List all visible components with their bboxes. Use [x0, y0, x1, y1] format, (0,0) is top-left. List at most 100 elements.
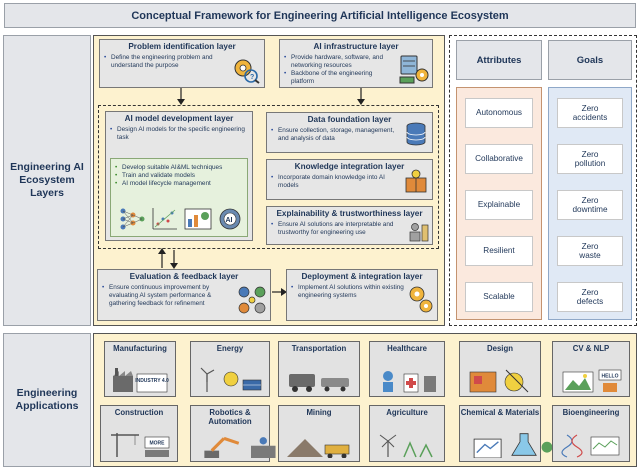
- model-sub-item-1: Develop suitable AI&ML techniques: [115, 164, 243, 172]
- robotic-arm-icon: [204, 436, 276, 458]
- app-chemical-materials: Chemical & Materials: [459, 405, 553, 462]
- deployment-layer-title: Deployment & integration layer: [301, 272, 423, 281]
- goal-zero-defects: Zero defects: [557, 282, 623, 312]
- model-layer-title: AI model development layer: [124, 114, 234, 123]
- app-transportation-label: Transportation: [291, 344, 347, 353]
- hello-text: HELLO: [602, 374, 619, 380]
- healthcare-icon: [383, 371, 436, 393]
- deployment-integration-layer: Deployment & integration layer Implement…: [286, 269, 438, 321]
- goal-zero-pollution: Zero pollution: [557, 144, 623, 174]
- energy-icon: [200, 367, 262, 392]
- app-transportation: Transportation: [278, 341, 360, 397]
- app-healthcare: Healthcare: [369, 341, 445, 397]
- problem-layer-item: Define the engineering problem and under…: [104, 54, 224, 70]
- app-cv-nlp-label: CV & NLP: [572, 344, 610, 353]
- app-mining-label: Mining: [306, 408, 332, 417]
- trust-icon: [409, 223, 429, 242]
- top-arrows: [177, 88, 365, 105]
- attributes-goals-container: [449, 35, 637, 326]
- agriculture-icon: [379, 434, 433, 458]
- app-construction-label: Construction: [114, 408, 164, 417]
- mining-icon: [287, 439, 350, 458]
- feedback-arrows: [158, 248, 178, 269]
- app-robotics-label: Robotics & Automation: [208, 408, 252, 426]
- problem-gear-icon: ?: [234, 59, 260, 84]
- server-icon: [399, 55, 429, 84]
- knowledge-book-icon: [405, 169, 427, 193]
- app-agriculture-label: Agriculture: [386, 408, 428, 417]
- data-layer-title: Data foundation layer: [307, 115, 392, 124]
- model-sub-box: Develop suitable AI&ML techniques Train …: [110, 158, 248, 237]
- app-chemical-label: Chemical & Materials: [460, 408, 540, 417]
- infra-layer-title: AI infrastructure layer: [313, 42, 399, 51]
- explainability-layer: Explainability & trustworthiness layer E…: [266, 206, 433, 245]
- data-layer-item: Ensure collection, storage, management, …: [271, 127, 401, 143]
- app-bioengineering: Bioengineering: [552, 405, 630, 462]
- core-layers-container: [98, 105, 439, 249]
- app-construction: Construction MORE: [100, 405, 178, 462]
- neural-network-icon: [120, 208, 145, 230]
- evaluation-layer-title: Evaluation & feedback layer: [129, 272, 239, 281]
- attribute-collaborative: Collaborative: [465, 144, 533, 174]
- industry-text: INDUSTRY 4.0: [135, 378, 169, 384]
- app-robotics: Robotics & Automation: [190, 405, 276, 462]
- app-cv-nlp: CV & NLP HELLO: [552, 341, 630, 397]
- feedback-cycle-icon: [238, 286, 266, 314]
- more-text: MORE: [150, 441, 166, 447]
- database-icon: [406, 122, 426, 146]
- eval-to-deploy-arrow: [272, 288, 287, 296]
- explain-layer-item: Ensure AI solutions are interpretable an…: [271, 221, 407, 237]
- goal-zero-waste: Zero waste: [557, 236, 623, 266]
- attributes-header: Attributes: [456, 40, 542, 80]
- evaluation-feedback-layer: Evaluation & feedback layer Ensure conti…: [97, 269, 271, 321]
- diagram-title: Conceptual Framework for Engineering Art…: [4, 3, 636, 28]
- attribute-scalable: Scalable: [465, 282, 533, 312]
- factory-icon: INDUSTRY 4.0: [113, 368, 169, 393]
- svg-text:AI: AI: [226, 217, 233, 224]
- design-icon: [469, 369, 529, 393]
- deployment-layer-item: Implement AI solutions within existing e…: [291, 284, 409, 300]
- app-design-label: Design: [487, 344, 513, 353]
- applications-panel: [93, 333, 637, 467]
- goal-zero-accidents: Zero accidents: [557, 98, 623, 128]
- model-icons: AI: [120, 208, 241, 230]
- ai-infrastructure-layer: AI infrastructure layer Provide hardware…: [279, 39, 433, 88]
- ecosystem-layers-label: Engineering AI Ecosystem Layers: [3, 35, 91, 326]
- app-manufacturing: Manufacturing INDUSTRY 4.0: [104, 341, 176, 397]
- bioengineering-icon: [561, 434, 620, 458]
- app-energy: Energy: [190, 341, 270, 397]
- knowledge-integration-layer: Knowledge integration layer Incorporate …: [266, 159, 433, 200]
- knowledge-layer-title: Knowledge integration layer: [294, 162, 405, 171]
- app-mining: Mining: [278, 405, 360, 462]
- app-design: Design: [459, 341, 541, 397]
- model-sub-item-3: AI model lifecycle management: [115, 180, 243, 188]
- attribute-resilient: Resilient: [465, 236, 533, 266]
- model-layer-item: Design AI models for the specific engine…: [110, 126, 246, 142]
- goals-header: Goals: [548, 40, 632, 80]
- app-agriculture: Agriculture: [369, 405, 445, 462]
- problem-layer-title: Problem identification layer: [128, 42, 236, 51]
- goals-column: Zero accidents Zero pollution Zero downt…: [548, 87, 632, 320]
- knowledge-layer-item: Incorporate domain knowledge into AI mod…: [271, 174, 401, 190]
- app-energy-label: Energy: [216, 344, 244, 353]
- infra-layer-item-1: Provide hardware, software, and networki…: [284, 54, 396, 70]
- app-healthcare-label: Healthcare: [387, 344, 427, 353]
- app-manufacturing-label: Manufacturing: [113, 344, 167, 353]
- model-sub-item-2: Train and validate models: [115, 172, 243, 180]
- attribute-autonomous: Autonomous: [465, 98, 533, 128]
- attributes-column: Autonomous Collaborative Explainable Res…: [456, 87, 542, 320]
- transport-icon: [289, 374, 349, 392]
- scatter-icon: [152, 208, 177, 230]
- evaluation-layer-item: Ensure continuous improvement by evaluat…: [102, 284, 236, 308]
- ai-gear-icon: AI: [219, 208, 241, 230]
- construction-icon: MORE: [111, 433, 170, 457]
- explain-layer-title: Explainability & trustworthiness layer: [276, 209, 423, 218]
- applications-label: Engineering Applications: [3, 333, 91, 467]
- problem-identification-layer: Problem identification layer Define the …: [99, 39, 265, 88]
- app-bioengineering-label: Bioengineering: [562, 408, 620, 417]
- cv-nlp-icon: HELLO: [562, 369, 622, 393]
- goal-zero-downtime: Zero downtime: [557, 190, 623, 220]
- infra-layer-item-2: Backbone of the engineering platform: [284, 70, 396, 86]
- attribute-explainable: Explainable: [465, 190, 533, 220]
- data-foundation-layer: Data foundation layer Ensure collection,…: [266, 112, 433, 153]
